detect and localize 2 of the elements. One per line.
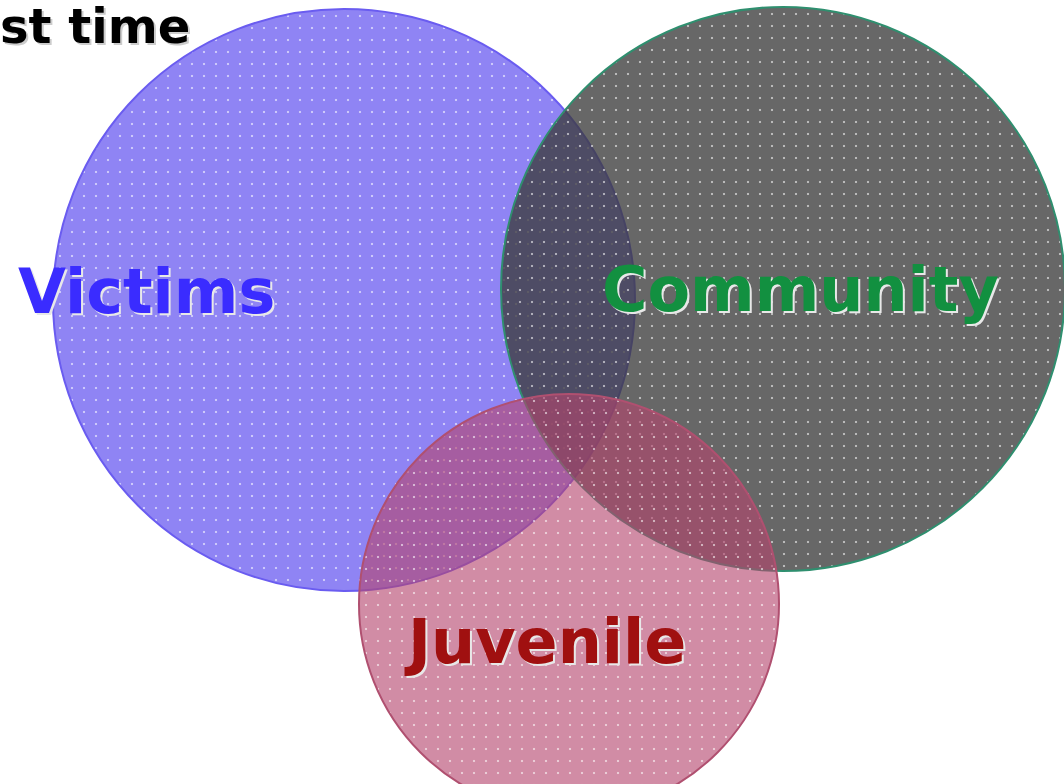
- circle-label: Community: [602, 253, 999, 326]
- heading-text: st time: [0, 0, 191, 53]
